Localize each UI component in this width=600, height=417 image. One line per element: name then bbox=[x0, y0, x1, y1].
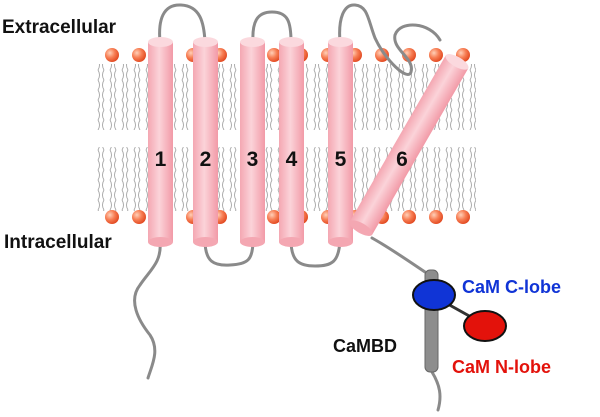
helix-s5: 5 bbox=[328, 37, 353, 247]
s6-to-cambd-linker bbox=[370, 236, 427, 274]
loop-s2-s3 bbox=[203, 238, 255, 267]
lower-lipid-head bbox=[267, 210, 281, 224]
lower-lipid-head bbox=[402, 210, 416, 224]
cambd-label: CaMBD bbox=[333, 336, 397, 356]
upper-lipid-head bbox=[375, 48, 389, 62]
helix-s6-body bbox=[349, 55, 469, 235]
lower-lipid-head bbox=[105, 210, 119, 224]
helix-s3: 3 bbox=[240, 37, 265, 247]
lower-lipid-head bbox=[456, 210, 470, 224]
helix-s1-body bbox=[148, 42, 173, 242]
pore-loop bbox=[338, 3, 442, 76]
helix-s6-cap bbox=[445, 54, 469, 70]
upper-lipid-head bbox=[105, 48, 119, 62]
lower-lipid-head bbox=[429, 210, 443, 224]
cam-c-lobe-ellipse bbox=[412, 279, 456, 311]
loop-s3-s4 bbox=[251, 10, 293, 44]
helix-s1: 1 bbox=[148, 37, 173, 247]
cam-n-lobe-ellipse bbox=[463, 310, 507, 342]
helix-s3-body bbox=[240, 42, 265, 242]
helix-s1-cap bbox=[148, 37, 173, 47]
helix-s5-number: 5 bbox=[335, 148, 347, 171]
upper-lipid-head bbox=[429, 48, 443, 62]
helix-s4: 4 bbox=[279, 37, 304, 247]
helix-s3-cap bbox=[240, 37, 265, 47]
helix-s4-number: 4 bbox=[286, 148, 298, 171]
extracellular-label: Extracellular bbox=[2, 17, 117, 38]
helix-s6 bbox=[349, 54, 469, 236]
helix-s1-base bbox=[148, 237, 173, 247]
transmembrane-helices: 1 2 3 4 5 6 bbox=[148, 37, 469, 247]
upper-lipid-head bbox=[267, 48, 281, 62]
loop-s1-s2 bbox=[158, 3, 207, 44]
lower-lipid-head bbox=[132, 210, 146, 224]
cam-n-lobe-label: CaM N-lobe bbox=[452, 357, 551, 377]
intracellular-label: Intracellular bbox=[4, 232, 112, 253]
upper-lipid-head bbox=[132, 48, 146, 62]
calmodulin-complex: CaMBD CaM C-lobe CaM N-lobe bbox=[333, 269, 561, 377]
helix-s2-base bbox=[193, 237, 218, 247]
loop-s4-s5 bbox=[289, 238, 342, 268]
helix-s5-body bbox=[328, 42, 353, 242]
helix-s6-number: 6 bbox=[396, 148, 408, 171]
helix-s3-number: 3 bbox=[247, 148, 259, 171]
cam-c-lobe-label: CaM C-lobe bbox=[462, 277, 561, 297]
loops bbox=[133, 3, 442, 412]
helix-s4-cap bbox=[279, 37, 304, 47]
n-terminal-tail bbox=[133, 240, 162, 380]
helix-s5-cap bbox=[328, 37, 353, 47]
helix-s2-body bbox=[193, 42, 218, 242]
helix-s4-base bbox=[279, 237, 304, 247]
helix-s2-number: 2 bbox=[200, 148, 212, 171]
helix-s2-cap bbox=[193, 37, 218, 47]
helix-s6-base bbox=[349, 220, 373, 236]
helix-s4-body bbox=[279, 42, 304, 242]
helix-s1-number: 1 bbox=[155, 148, 167, 171]
c-terminal-tail bbox=[430, 370, 442, 412]
helix-s3-base bbox=[240, 237, 265, 247]
helix-s5-base bbox=[328, 237, 353, 247]
helix-s2: 2 bbox=[193, 37, 218, 247]
